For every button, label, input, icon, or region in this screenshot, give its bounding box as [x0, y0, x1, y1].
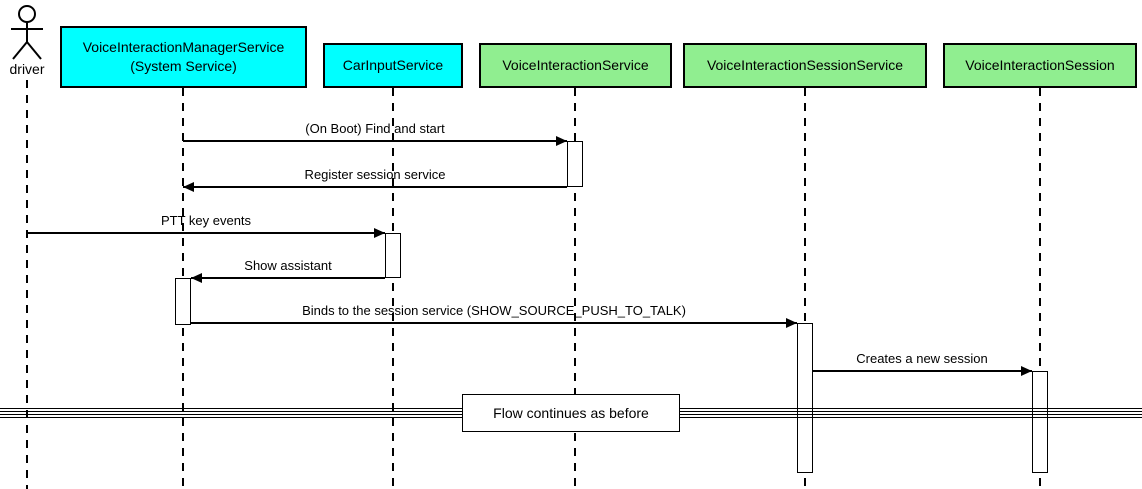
- message-3-line: [27, 232, 385, 234]
- message-1-line: [183, 140, 567, 142]
- message-6-arrowhead-icon: [1021, 366, 1032, 376]
- participant-voiceinteractionservice: VoiceInteractionService: [479, 43, 672, 88]
- participant-label: VoiceInteractionService: [502, 57, 649, 74]
- activation-voiceinteractionsession: [1032, 371, 1048, 473]
- message-2-label: Register session service: [304, 167, 446, 182]
- participant-label: VoiceInteractionSessionService: [706, 57, 904, 74]
- activation-voiceinteractionmanagerservice: [175, 278, 191, 325]
- divider-label-box: Flow continues as before: [462, 394, 680, 432]
- lifeline-driver: [26, 80, 28, 489]
- lifeline-voiceinteractionsession: [1039, 88, 1041, 489]
- participant-label: VoiceInteractionSession: [965, 57, 1115, 74]
- message-1-label: (On Boot) Find and start: [305, 121, 445, 136]
- message-4-line: [191, 277, 385, 279]
- message-4-label: Show assistant: [244, 258, 332, 273]
- message-6-label: Creates a new session: [856, 351, 988, 366]
- person-icon: [11, 5, 43, 60]
- message-6-line: [813, 370, 1032, 372]
- message-3-label: PTT key events: [160, 213, 252, 228]
- divider-label: Flow continues as before: [493, 405, 649, 421]
- activation-voiceinteractionsessionservice: [797, 323, 813, 473]
- participant-carinputservice: CarInputService: [323, 43, 463, 88]
- message-2-line: [183, 186, 567, 188]
- participant-voiceinteractionsession: VoiceInteractionSession: [943, 43, 1137, 88]
- activation-carinputservice: [385, 233, 401, 278]
- message-4-arrowhead-icon: [191, 273, 202, 283]
- participant-label: CarInputService: [342, 57, 444, 74]
- message-2-arrowhead-icon: [183, 182, 194, 192]
- participant-sublabel: (System Service): [130, 58, 237, 74]
- participant-voiceinteractionmanagerservice: VoiceInteractionManagerService (System S…: [60, 26, 307, 88]
- message-5-arrowhead-icon: [786, 318, 797, 328]
- actor-driver: [7, 4, 47, 67]
- lifeline-carinputservice: [392, 88, 394, 489]
- lifeline-voiceinteractionservice: [574, 88, 576, 489]
- participant-label: VoiceInteractionManagerService: [82, 39, 285, 56]
- actor-label: driver: [9, 61, 45, 77]
- message-3-arrowhead-icon: [374, 228, 385, 238]
- lifeline-voiceinteractionsessionservice: [804, 88, 806, 489]
- message-5-label: Binds to the session service (SHOW_SOURC…: [302, 303, 686, 318]
- participant-voiceinteractionsessionservice: VoiceInteractionSessionService: [683, 43, 927, 88]
- message-5-line: [191, 322, 797, 324]
- message-1-arrowhead-icon: [556, 136, 567, 146]
- activation-voiceinteractionservice: [567, 141, 583, 187]
